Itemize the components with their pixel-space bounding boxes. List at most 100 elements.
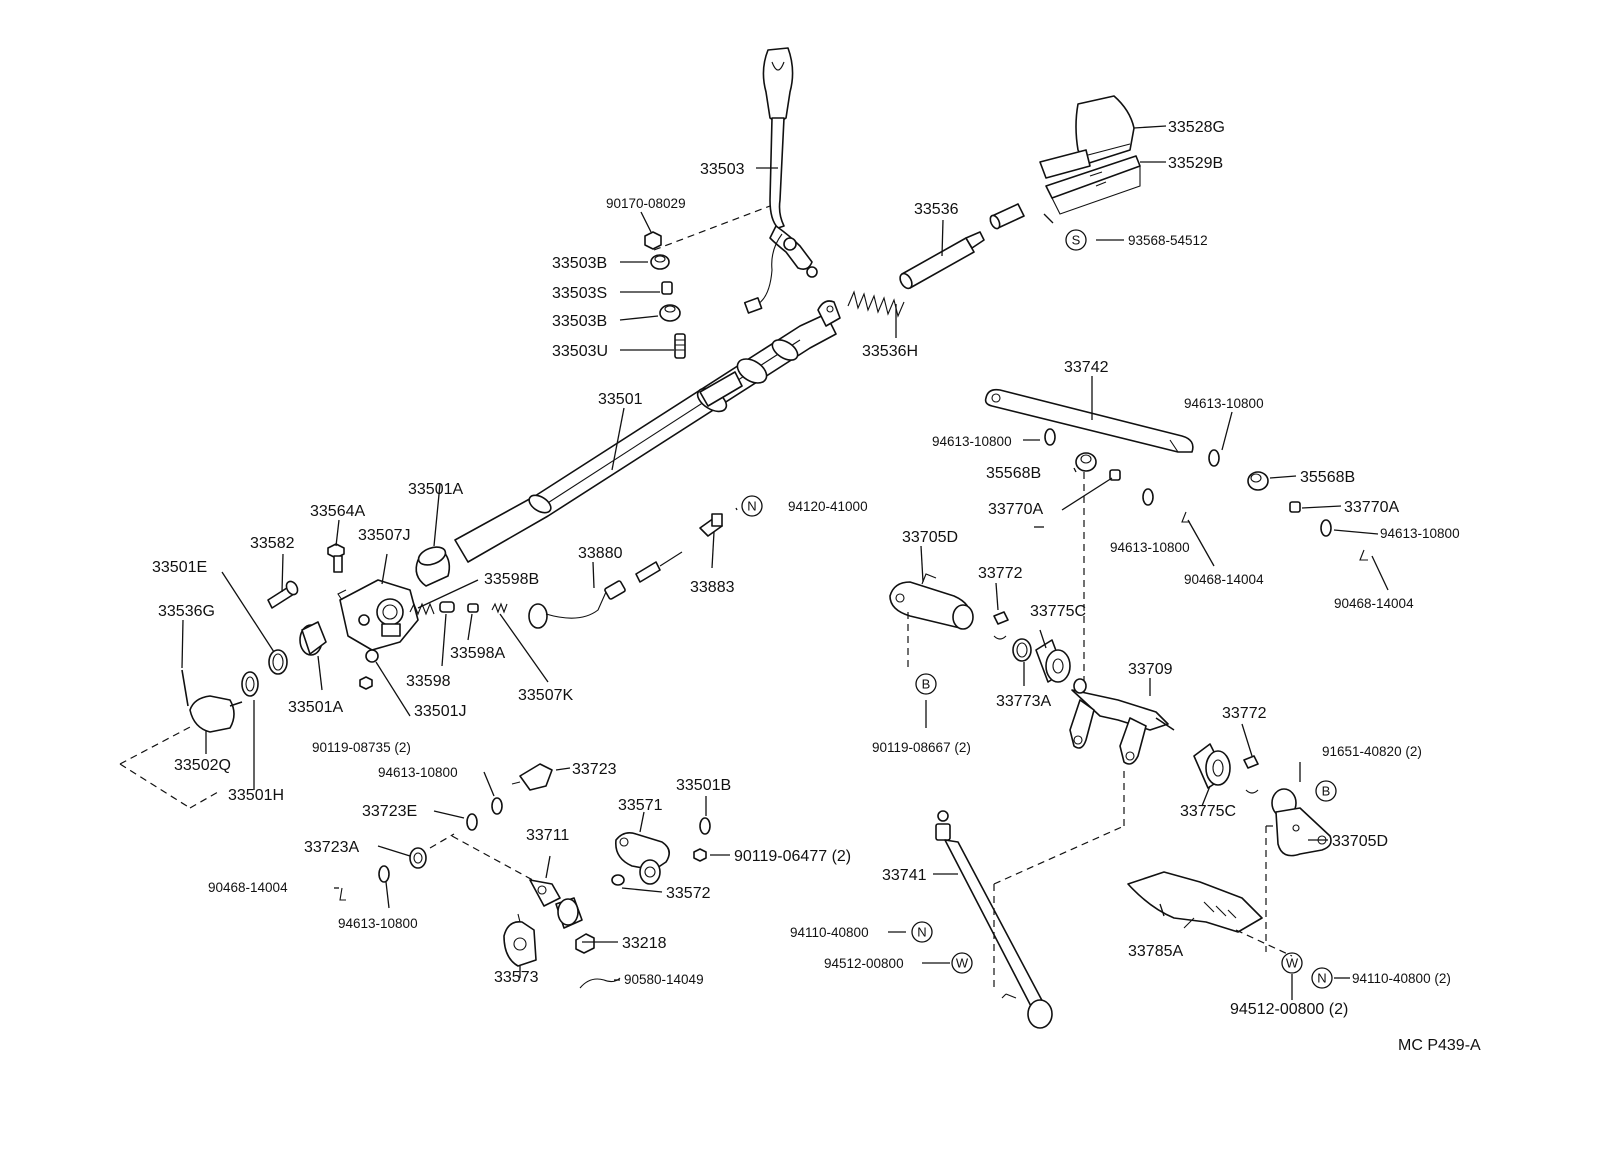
pin-33536-end [989,203,1025,230]
svg-text:W: W [956,956,969,971]
retainer-33529B [1045,155,1141,215]
plunger-33598 [439,601,455,613]
label-90468-14004-a: 90468-14004 [1184,572,1264,587]
label-33775C-upper: 33775C [1030,603,1086,620]
lever-33502Q [189,695,243,733]
label-94613-10800-a: 94613-10800 [932,434,1012,449]
collar-33773A [993,635,1032,662]
bolt-33218 [575,933,595,954]
label-94613-10800-e: 94613-10800 [378,765,458,780]
rod-33536 [899,231,985,290]
collar-33770A-left [1109,469,1121,481]
label-91651-40820: 91651-40820 (2) [1322,744,1422,759]
label-33598B: 33598B [484,571,539,588]
label-35568B-left: 35568B [986,465,1041,482]
label-90119-08735: 90119-08735 (2) [312,740,411,755]
washers-94613-10800 [1044,428,1332,537]
symbol-n-circle-94120: N [741,495,763,517]
clip-90468-14004-bottom [339,887,346,901]
collar-33770A-right [1289,501,1301,513]
label-33502Q: 33502Q [174,757,231,774]
rod-33741 [935,810,1053,1029]
label-33742: 33742 [1064,359,1109,376]
label-33772-lower: 33772 [1222,705,1267,722]
bushing-33775C-upper [1035,639,1071,683]
label-33503B-upper: 33503B [552,255,607,272]
nut-90170-08029 [644,231,662,250]
label-33582: 33582 [250,535,295,552]
lever-33709 [1069,678,1175,765]
washer-94613-10800-lower [491,797,503,815]
housing-33705D-lower [1271,788,1332,857]
bushing-33503B-lower [659,304,681,322]
symbol-n-circle-94110-right: N [1311,967,1333,989]
part-labels: 33503 90170-08029 33503B 33503S 33503B 3… [152,119,1481,1054]
label-33501A-lower: 33501A [288,699,343,716]
label-33572: 33572 [666,885,711,902]
label-33564A: 33564A [310,503,365,520]
label-33723A: 33723A [304,839,359,856]
label-33723E: 33723E [362,803,417,820]
bushing-33775C-lower [1193,743,1231,789]
boot-33528G [1039,95,1135,179]
control-shaft [454,300,841,563]
bracket-33785A [1127,871,1263,933]
label-33772-upper: 33772 [978,565,1023,582]
bushing-33501A-lower [299,621,327,656]
label-33536G: 33536G [158,603,215,620]
label-33536H: 33536H [862,343,918,360]
label-90170-08029: 90170-08029 [606,196,686,211]
symbol-w-circle-right: W [1281,952,1303,974]
label-33536: 33536 [914,201,959,218]
label-90119-08667: 90119-08667 (2) [872,740,971,755]
label-33741: 33741 [882,867,927,884]
pin-33536G [181,669,189,707]
label-33883: 33883 [690,579,735,596]
symbol-w-circle-left: W [951,952,973,974]
label-33571: 33571 [618,797,663,814]
bolt-33501J [365,649,379,663]
spring-33598B [409,602,435,616]
label-33880: 33880 [578,545,623,562]
housing-33573 [503,913,537,967]
svg-text:N: N [747,499,756,514]
label-33501J: 33501J [414,703,467,720]
bolt-33582 [267,580,299,609]
bolt-33564A [327,543,345,573]
label-33785A: 33785A [1128,943,1183,960]
label-90580-14049: 90580-14049 [624,972,704,987]
bushing-33503B-upper [650,254,670,270]
clip-33772-upper [993,611,1009,625]
shift-lever-knob [762,47,794,122]
label-33529B: 33529B [1168,155,1223,172]
clips-90468-14004 [1181,511,1368,561]
symbol-n-circle-94110-left: N [911,921,933,943]
ring-33501H [241,671,259,697]
label-33503: 33503 [700,161,745,178]
label-94120-41000: 94120-41000 [788,499,868,514]
label-94613-10800-f: 94613-10800 [338,916,418,931]
label-33598: 33598 [406,673,451,690]
label-94613-10800-c: 94613-10800 [1110,540,1190,555]
label-94613-10800-b: 94613-10800 [1184,396,1264,411]
label-90468-14004-b: 90468-14004 [1334,596,1414,611]
clip-33772-lower [1243,755,1259,794]
label-94613-10800-d: 94613-10800 [1380,526,1460,541]
bolt-90119-06477 [693,848,707,862]
washer-94613-10800-bottom [378,865,390,883]
bushing-33723A [409,847,427,869]
label-33709: 33709 [1128,661,1173,678]
bushing-33501A-upper [415,546,451,587]
link-33742 [984,388,1194,453]
label-33723: 33723 [572,761,617,778]
seal-33572 [611,874,625,886]
svg-text:W: W [1286,956,1299,971]
label-94110-40800-right: 94110-40800 (2) [1352,971,1451,986]
label-33775C-lower: 33775C [1180,803,1236,820]
cable-33880 [528,551,683,629]
label-35568B-right: 35568B [1300,469,1355,486]
plunger-33598A [467,603,479,613]
svg-text:S: S [1072,233,1081,248]
